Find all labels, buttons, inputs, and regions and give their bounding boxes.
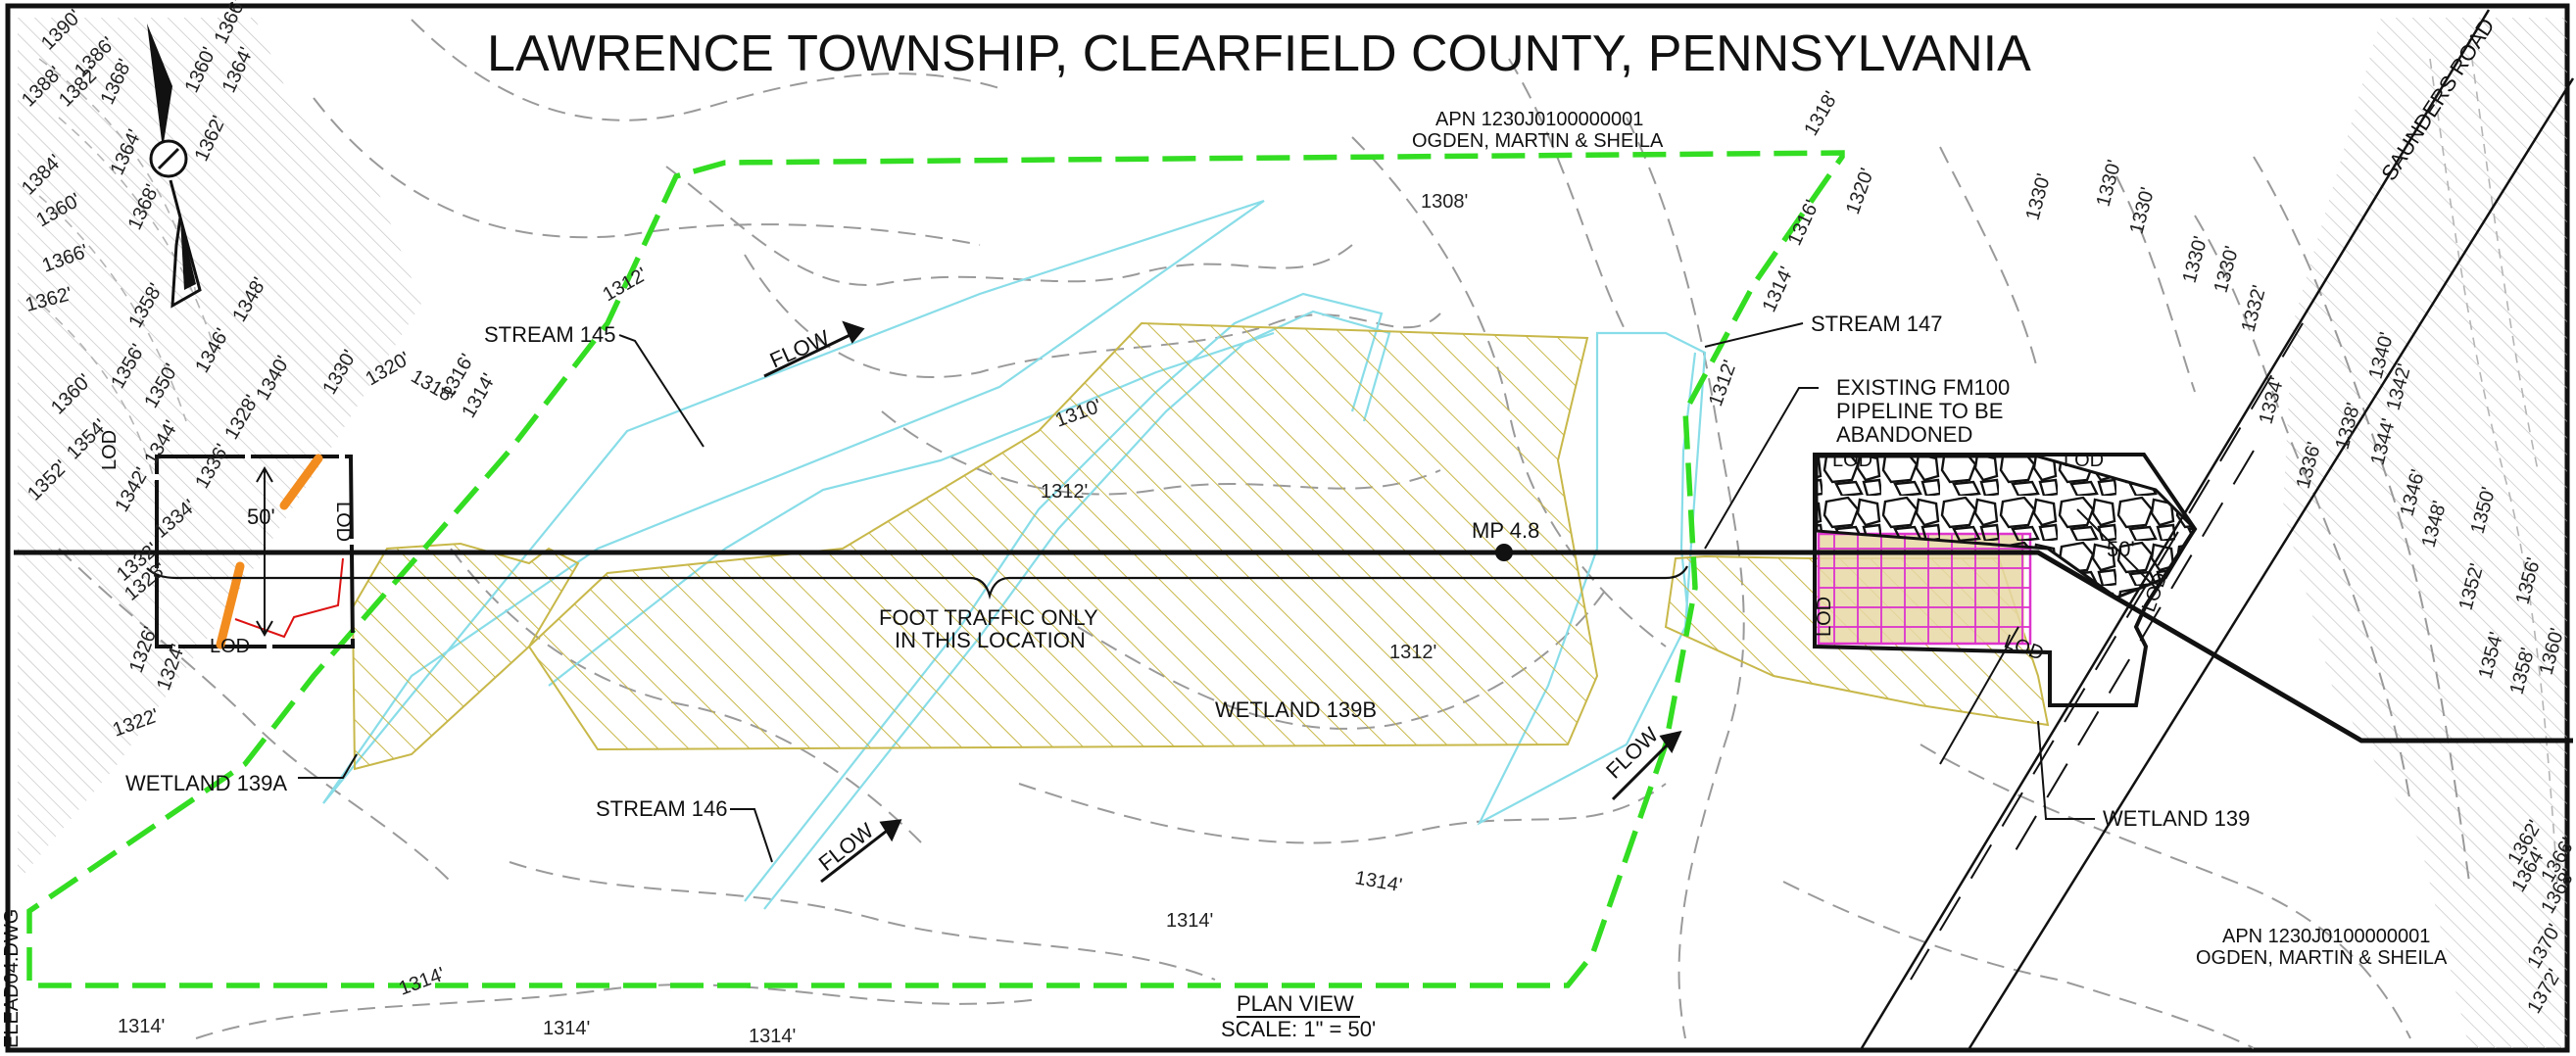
lod-boundary bbox=[26, 150, 1845, 988]
lod-label-1: LOD bbox=[332, 502, 354, 542]
orange-mark-upper bbox=[279, 454, 323, 510]
lod-label-4: LOD bbox=[2064, 450, 2104, 471]
svg-text:1314': 1314' bbox=[1166, 910, 1213, 932]
svg-text:1330': 1330' bbox=[2179, 234, 2212, 285]
workspace-right bbox=[1813, 453, 2198, 707]
foot-traffic-line2: IN THIS LOCATION bbox=[895, 628, 1086, 652]
svg-text:1332': 1332' bbox=[2238, 283, 2271, 334]
steep-slope-hatch bbox=[18, 18, 421, 882]
workspace-left bbox=[155, 455, 356, 648]
svg-text:1330': 1330' bbox=[2022, 171, 2056, 222]
lod-label-3: LOD bbox=[1832, 450, 1872, 471]
svg-text:1314': 1314' bbox=[749, 1026, 796, 1047]
wetland-139a-label: WETLAND 139A bbox=[125, 771, 287, 795]
milepost-marker bbox=[1495, 544, 1513, 561]
flow-arrows bbox=[763, 320, 1682, 884]
svg-text:1308': 1308' bbox=[1421, 191, 1468, 213]
lod-label-2: LOD bbox=[210, 636, 250, 657]
pipeline-note-line2: PIPELINE TO BE bbox=[1836, 399, 2003, 423]
north-arrow bbox=[147, 24, 202, 309]
foot-traffic-line1: FOOT TRAFFIC ONLY bbox=[879, 605, 1098, 630]
milepost-label: MP 4.8 bbox=[1472, 518, 1539, 543]
svg-text:1320': 1320' bbox=[1842, 166, 1878, 217]
pipeline-note-line3: ABANDONED bbox=[1836, 422, 1972, 447]
steep-slope-hatch-right bbox=[2283, 18, 2567, 1048]
flow-label-1: FLOW bbox=[766, 325, 833, 373]
dim-50-left-label: 50' bbox=[247, 504, 275, 529]
stream-145-label: STREAM 145 bbox=[484, 322, 616, 347]
svg-text:1316': 1316' bbox=[1784, 197, 1823, 249]
parcel-bottom-apn: APN 1230J0100000001 bbox=[2222, 926, 2430, 947]
lod-label-8: LOD bbox=[99, 430, 121, 470]
stream-147-label: STREAM 147 bbox=[1811, 312, 1943, 336]
page-title: LAWRENCE TOWNSHIP, CLEARFIELD COUNTY, PE… bbox=[487, 25, 2031, 82]
contour-lines bbox=[28, 19, 2558, 1049]
stream-146-label: STREAM 146 bbox=[596, 796, 728, 821]
pipeline-note-line1: EXISTING FM100 bbox=[1836, 375, 2010, 400]
flow-label-2: FLOW bbox=[814, 818, 879, 876]
svg-text:1330': 1330' bbox=[2126, 185, 2160, 236]
svg-text:1314': 1314' bbox=[118, 1016, 165, 1037]
svg-text:1312': 1312' bbox=[1389, 642, 1436, 663]
leader-lines bbox=[298, 322, 2095, 863]
orange-mark-lower bbox=[216, 561, 245, 649]
wetland-139b-label: WETLAND 139B bbox=[1215, 697, 1377, 722]
parcel-bottom-owner: OGDEN, MARTIN & SHEILA bbox=[2196, 947, 2448, 969]
fm100-pipeline bbox=[14, 550, 2573, 744]
sheet-edge-label: ELEAD04.DWG bbox=[1, 909, 23, 1048]
svg-text:1318': 1318' bbox=[1800, 88, 1842, 140]
svg-text:1312': 1312' bbox=[1041, 481, 1088, 503]
plan-view-title: PLAN VIEW bbox=[1237, 991, 1354, 1016]
dim-50-left-arrows bbox=[256, 465, 273, 638]
svg-text:1314': 1314' bbox=[543, 1018, 590, 1039]
north-arrow-head bbox=[147, 24, 172, 149]
svg-text:1314': 1314' bbox=[396, 964, 448, 1000]
foot-traffic-brace bbox=[146, 565, 1688, 600]
svg-text:1314': 1314' bbox=[1353, 867, 1403, 896]
plan-view-scale: SCALE: 1" = 50' bbox=[1221, 1017, 1376, 1041]
svg-text:1312': 1312' bbox=[600, 264, 652, 306]
dim-50-right bbox=[2076, 508, 2157, 589]
parcel-top-owner: OGDEN, MARTIN & SHEILA bbox=[1412, 130, 1664, 152]
wetland-139b-area bbox=[527, 321, 1599, 751]
lod-label-5: LOD bbox=[1814, 597, 1835, 637]
saunders-road bbox=[1860, 9, 2575, 1049]
parcel-top-apn: APN 1230J0100000001 bbox=[1435, 109, 1643, 130]
wetland-139-label: WETLAND 139 bbox=[2103, 806, 2250, 831]
dim-50-right-label: 50' bbox=[2107, 537, 2135, 561]
